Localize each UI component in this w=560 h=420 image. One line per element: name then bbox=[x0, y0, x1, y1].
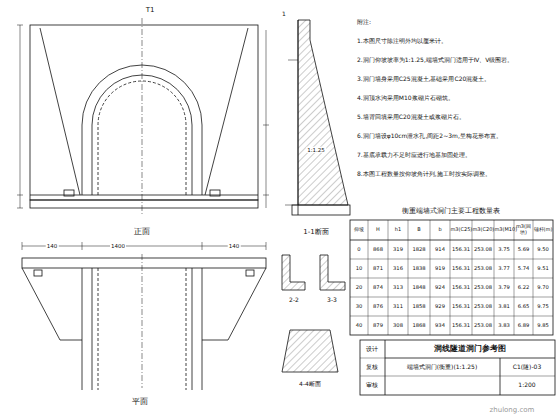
section-title: 3-3 bbox=[327, 297, 337, 304]
table-cell: 9.50 bbox=[537, 247, 549, 253]
table-cell: 1828 bbox=[412, 247, 425, 253]
table-cell: 924 bbox=[435, 285, 445, 291]
table-cell: 9.70 bbox=[537, 285, 549, 291]
table-header: 仰坡 bbox=[351, 227, 368, 233]
table-cell: 40 bbox=[356, 323, 363, 329]
table-cell: 308 bbox=[393, 323, 403, 329]
table-cell: 3.83 bbox=[498, 323, 510, 329]
table-header: m3(回填) bbox=[515, 224, 533, 236]
table-header: 锚杆(m) bbox=[534, 227, 553, 233]
drawing-number: C1(隧)-03 bbox=[513, 364, 542, 371]
table-cell: 313 bbox=[393, 285, 403, 291]
sign-field: 设计 bbox=[366, 346, 378, 352]
section-mark: 1 bbox=[282, 11, 286, 18]
table-cell: 871 bbox=[373, 266, 383, 272]
table-cell: 253.08 bbox=[474, 304, 492, 310]
sign-field: 复核 bbox=[366, 364, 378, 370]
dimension: 140 bbox=[46, 243, 59, 249]
note-line: 2.洞门仰坡坡率为1:1.25,端墙式洞门适用于Ⅳ、Ⅴ级围岩。 bbox=[357, 57, 549, 64]
table-cell: 9.75 bbox=[537, 304, 549, 310]
table-header: m3(M10) bbox=[495, 227, 514, 233]
table-cell: 253.08 bbox=[474, 266, 492, 272]
slope-ratio: 1:1.25 bbox=[306, 147, 326, 153]
note-line: 6.洞门墙设φ10cm泄水孔,间距2~3m,呈梅花形布置。 bbox=[357, 133, 549, 140]
drawing-subtitle: 端墙式洞门(衡重)(1:1.25) bbox=[407, 364, 478, 371]
note-line: 1.本图尺寸除注明外均以厘米计。 bbox=[357, 38, 549, 45]
note-line: 7.基底承载力不足时应进行地基加固处理。 bbox=[357, 152, 549, 159]
scale: 1:200 bbox=[518, 382, 535, 389]
table-cell: 5.74 bbox=[518, 266, 530, 272]
note-line: 8.本图工程数量按仰坡角计列,施工时按实际调整。 bbox=[357, 171, 549, 178]
table-cell: 311 bbox=[393, 304, 403, 310]
table-cell: 1848 bbox=[412, 285, 425, 291]
table-header: m3(C20) bbox=[473, 227, 494, 233]
table-cell: 9.85 bbox=[537, 323, 549, 329]
table-cell: 879 bbox=[373, 323, 383, 329]
table-header: b bbox=[431, 227, 450, 233]
table-cell: 156.31 bbox=[452, 304, 470, 310]
table-cell: 3.79 bbox=[498, 285, 510, 291]
table-cell: 876 bbox=[373, 304, 383, 310]
table-cell: 156.31 bbox=[452, 285, 470, 291]
table-cell: 319 bbox=[393, 247, 403, 253]
note-line: 3.洞门墙身采用C25混凝土,基础采用C20混凝土。 bbox=[357, 76, 549, 83]
dimension: 140 bbox=[228, 243, 241, 249]
table-cell: 934 bbox=[435, 323, 445, 329]
table-cell: 6.89 bbox=[518, 323, 530, 329]
table-cell: 1838 bbox=[412, 266, 425, 272]
table-cell: 9.51 bbox=[537, 266, 549, 272]
note-line: 5.墙背回填采用C20混凝土或浆砌片石。 bbox=[357, 114, 549, 121]
table-cell: 253.08 bbox=[474, 247, 492, 253]
section-title: 2-2 bbox=[289, 297, 299, 304]
table-cell: 3.75 bbox=[498, 247, 510, 253]
table-header: m3(C25) bbox=[451, 227, 472, 233]
table-cell: 156.31 bbox=[452, 266, 470, 272]
sign-field: 审核 bbox=[366, 382, 378, 388]
table-cell: 6.22 bbox=[518, 285, 530, 291]
table-cell: 5.69 bbox=[518, 247, 530, 253]
table-cell: 919 bbox=[435, 266, 445, 272]
table-cell: 1868 bbox=[412, 323, 425, 329]
table-title: 衡重端墙式洞门主要工程数量表 bbox=[402, 208, 500, 215]
note-line: 4.洞顶水沟采用M10浆砌片石砌筑。 bbox=[357, 95, 549, 102]
table-cell: 10 bbox=[356, 266, 363, 272]
section-title: 4-4断面 bbox=[299, 381, 321, 388]
table-header: B bbox=[409, 227, 430, 233]
view-tag: T1 bbox=[146, 6, 155, 14]
view-title: 正面 bbox=[134, 227, 150, 236]
table-cell: 929 bbox=[435, 304, 445, 310]
table-cell: 156.31 bbox=[452, 247, 470, 253]
table-cell: 874 bbox=[373, 285, 383, 291]
drawing-title: 洞线隧道洞门参考图 bbox=[434, 345, 506, 354]
table-cell: 253.08 bbox=[474, 285, 492, 291]
table-cell: 253.08 bbox=[474, 323, 492, 329]
table-cell: 3.81 bbox=[498, 304, 510, 310]
table-cell: 1858 bbox=[412, 304, 425, 310]
table-cell: 30 bbox=[356, 304, 363, 310]
table-cell: 3.77 bbox=[498, 266, 510, 272]
table-cell: 914 bbox=[435, 247, 445, 253]
table-cell: 20 bbox=[356, 285, 363, 291]
table-cell: 868 bbox=[373, 247, 383, 253]
table-header: h1 bbox=[389, 227, 408, 233]
table-cell: 6.65 bbox=[518, 304, 530, 310]
table-cell: 156.31 bbox=[452, 323, 470, 329]
dimension: 1400 bbox=[110, 243, 126, 249]
table-header: H bbox=[369, 227, 388, 233]
view-title: 1-1断面 bbox=[303, 228, 328, 236]
table-cell: 316 bbox=[393, 266, 403, 272]
view-title: 平面 bbox=[132, 397, 148, 406]
table-cell: 0 bbox=[357, 247, 360, 253]
note-line: 附注: bbox=[357, 19, 549, 26]
watermark: zhulong.com bbox=[490, 406, 535, 414]
